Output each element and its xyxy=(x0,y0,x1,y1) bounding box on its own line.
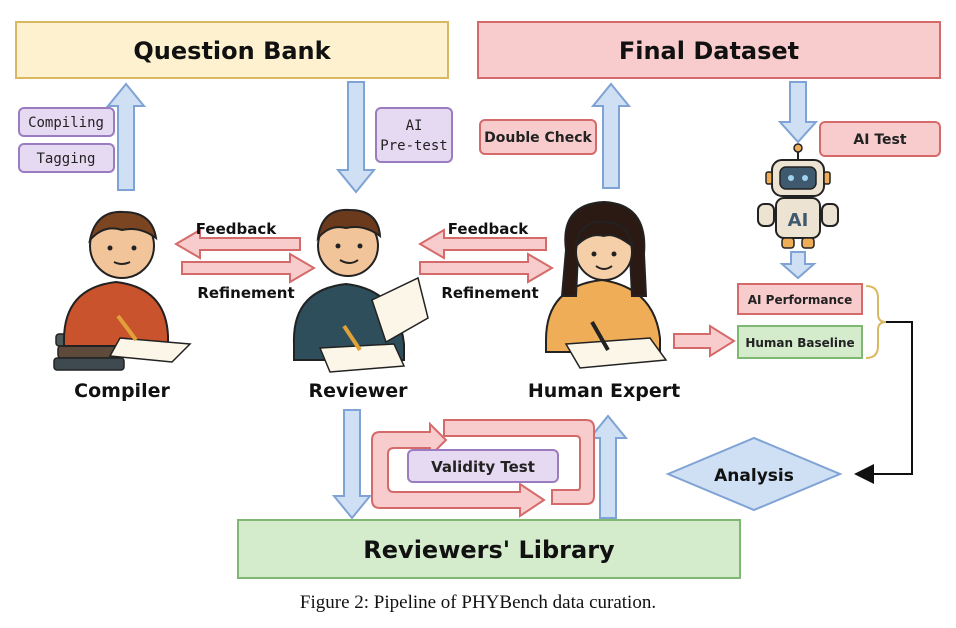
ai-pretest-tag: AI Pre-test xyxy=(375,107,453,163)
svg-text:Validity Test: Validity Test xyxy=(431,458,535,476)
ai-performance-tag: AI Performance xyxy=(737,283,863,315)
double-check-tag: Double Check xyxy=(479,119,597,155)
svg-text:Human Baseline: Human Baseline xyxy=(745,336,854,350)
svg-text:Tagging: Tagging xyxy=(36,151,95,167)
question-bank-title: Question Bank xyxy=(133,37,331,65)
tagging-tag: Tagging xyxy=(18,143,115,173)
refinement-label-right: Refinement xyxy=(441,284,538,302)
svg-text:AI Test: AI Test xyxy=(853,132,906,148)
refinement-arrow-right xyxy=(419,252,554,284)
robot-badge-text: AI xyxy=(788,210,809,231)
human-baseline-tag: Human Baseline xyxy=(737,325,863,359)
human-expert-figure xyxy=(545,200,668,369)
validity-loop: Validity Test xyxy=(371,419,595,518)
reviewers-library-title: Reviewers' Library xyxy=(363,536,615,564)
analysis-node: Analysis xyxy=(665,436,843,512)
feedback-label-right: Feedback xyxy=(448,220,529,238)
feedback-arrow-right xyxy=(418,228,547,260)
svg-text:Pre-test: Pre-test xyxy=(380,138,447,154)
figure-caption: Figure 2: Pipeline of PHYBench data cura… xyxy=(299,592,657,613)
svg-text:Analysis: Analysis xyxy=(714,466,794,486)
reviewers-library-box: Reviewers' Library xyxy=(237,519,741,579)
results-brace xyxy=(865,285,887,359)
compiler-figure xyxy=(53,210,192,371)
reviewer-label: Reviewer xyxy=(308,380,408,402)
validity-test-tag xyxy=(407,449,559,483)
final-dataset-box: Final Dataset xyxy=(477,21,941,79)
svg-text:Double Check: Double Check xyxy=(484,130,592,146)
arrow-up-compiler xyxy=(105,82,147,191)
arrow-down-library xyxy=(331,409,373,520)
final-dataset-title: Final Dataset xyxy=(619,37,799,65)
analysis-connector xyxy=(854,321,913,484)
svg-text:AI Performance: AI Performance xyxy=(748,293,853,307)
ai-test-tag: AI Test xyxy=(819,121,941,157)
diagram-canvas: Question Bank Final Dataset Reviewers' L… xyxy=(15,21,941,579)
compiling-tag: Compiling xyxy=(18,107,115,137)
arrow-down-reviewer xyxy=(335,81,377,194)
feedback-arrow-left xyxy=(174,228,301,260)
expert-to-results-arrow xyxy=(673,324,736,358)
refinement-arrow-left xyxy=(181,252,316,284)
ai-robot-icon: AI xyxy=(757,143,839,249)
question-bank-box: Question Bank xyxy=(15,21,449,79)
arrow-up-expert xyxy=(590,82,632,189)
feedback-label-left: Feedback xyxy=(196,220,277,238)
refinement-label-left: Refinement xyxy=(197,284,294,302)
arrow-down-robot xyxy=(779,251,817,280)
arrow-up-from-library xyxy=(587,414,629,519)
svg-text:AI: AI xyxy=(406,118,423,134)
human-expert-label: Human Expert xyxy=(528,380,680,402)
svg-text:Compiling: Compiling xyxy=(28,115,104,131)
reviewer-figure xyxy=(292,208,429,373)
compiler-label: Compiler xyxy=(74,380,170,402)
arrow-down-ai xyxy=(777,81,819,144)
